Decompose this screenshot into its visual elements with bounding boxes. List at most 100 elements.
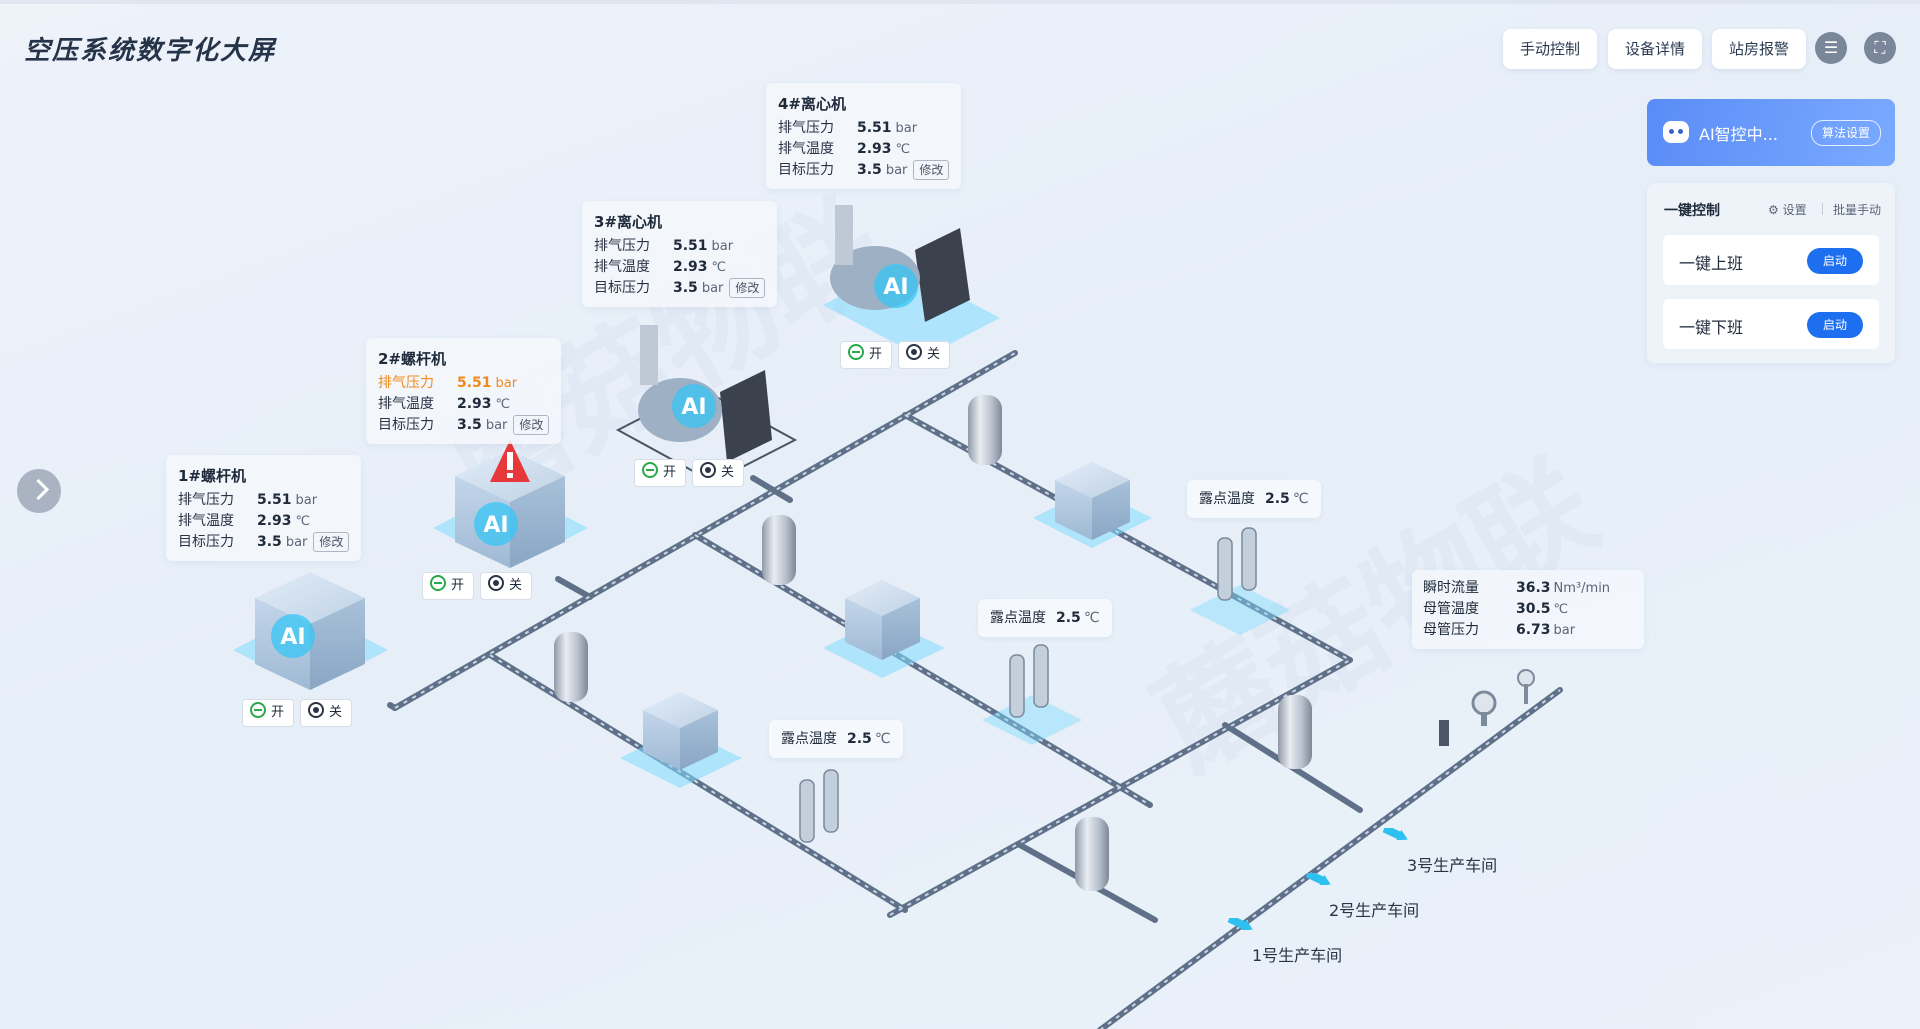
flow-value: 36.3 xyxy=(1516,580,1551,596)
batch-manual-link[interactable]: 批量手动 xyxy=(1833,203,1882,217)
dew-unit: ℃ xyxy=(874,731,891,747)
expand-sidebar-button[interactable] xyxy=(17,469,61,513)
pressure-unit: bar xyxy=(711,239,734,254)
flow-unit: Nm³/min xyxy=(1553,581,1611,596)
divider xyxy=(1822,203,1823,215)
pressure-unit: bar xyxy=(295,493,318,508)
workshop-3-label: 3号生产车间 xyxy=(1407,856,1498,875)
adsorption-dryer xyxy=(799,527,1257,843)
off-button[interactable]: 关 xyxy=(898,341,951,369)
on-button[interactable]: 开 xyxy=(634,459,687,487)
on-icon xyxy=(642,462,658,478)
temperature-unit: ℃ xyxy=(495,397,511,412)
machine-3-switch: 开 关 xyxy=(634,459,745,487)
target-label: 目标压力 xyxy=(778,162,834,178)
one-key-off-start-button[interactable]: 启动 xyxy=(1807,312,1863,338)
off-button[interactable]: 关 xyxy=(300,699,353,727)
off-icon xyxy=(308,702,325,718)
algorithm-settings-button[interactable]: 算法设置 xyxy=(1810,120,1881,146)
off-button[interactable]: 关 xyxy=(692,459,745,487)
on-button[interactable]: 开 xyxy=(422,572,475,600)
device-details-button[interactable]: 设备详情 xyxy=(1608,29,1703,69)
pipe-sensor xyxy=(1439,669,1535,746)
temperature-unit: ℃ xyxy=(895,142,911,157)
target-unit: bar xyxy=(485,418,508,433)
modify-button[interactable]: 修改 xyxy=(513,415,550,435)
workshop-2-label: 2号生产车间 xyxy=(1329,901,1420,920)
temperature-label: 排气温度 xyxy=(594,259,650,275)
off-icon xyxy=(906,344,923,360)
target-value: 3.5 xyxy=(857,162,882,178)
pressure-label: 排气压力 xyxy=(378,375,434,391)
target-label: 目标压力 xyxy=(178,534,234,550)
on-icon xyxy=(250,702,266,718)
pipe-press-unit: bar xyxy=(1553,623,1576,638)
temperature-unit: ℃ xyxy=(295,514,311,529)
svg-text:AI: AI xyxy=(883,275,908,300)
dew-unit: ℃ xyxy=(1083,610,1100,626)
temperature-value: 2.93 xyxy=(673,259,708,275)
on-label: 开 xyxy=(271,705,285,720)
off-button[interactable]: 关 xyxy=(480,572,533,600)
temperature-label: 排气温度 xyxy=(378,396,434,412)
pipe-temp-label: 母管温度 xyxy=(1423,601,1479,617)
off-label: 关 xyxy=(927,347,941,362)
target-unit: bar xyxy=(701,281,724,296)
svg-text:AI: AI xyxy=(681,395,706,420)
target-label: 目标压力 xyxy=(378,417,434,433)
pressure-value: 5.51 xyxy=(673,238,708,254)
svg-text:AI: AI xyxy=(483,513,508,538)
screw-machine-2 xyxy=(455,440,565,568)
pipe-press-label: 母管压力 xyxy=(1423,622,1479,638)
pressure-value: 5.51 xyxy=(857,120,892,136)
temperature-value: 2.93 xyxy=(457,396,492,412)
flow-arrow-icon xyxy=(1383,828,1408,840)
workshop-1-label: 1号生产车间 xyxy=(1252,946,1343,965)
one-key-on-start-button[interactable]: 启动 xyxy=(1807,248,1863,274)
dew-unit: ℃ xyxy=(1292,491,1309,507)
list-icon[interactable]: ☰ xyxy=(1815,32,1847,64)
off-label: 关 xyxy=(509,578,523,593)
modify-button[interactable]: 修改 xyxy=(729,278,766,298)
on-button[interactable]: 开 xyxy=(242,699,295,727)
machine-name: 1#螺杆机 xyxy=(178,467,247,485)
ai-control-panel: AI智控中... 算法设置 xyxy=(1647,99,1895,166)
robot-icon xyxy=(1663,121,1689,143)
pipe-temp-value: 30.5 xyxy=(1516,601,1551,617)
one-key-row: 一键下班 启动 xyxy=(1663,299,1879,349)
station-alarm-button[interactable]: 站房报警 xyxy=(1712,29,1807,69)
target-unit: bar xyxy=(885,163,908,178)
pipe-temp-unit: ℃ xyxy=(1553,602,1569,617)
machine-2-switch: 开 关 xyxy=(422,572,533,600)
pressure-label: 排气压力 xyxy=(778,120,834,136)
temperature-value: 2.93 xyxy=(257,513,292,529)
modify-button[interactable]: 修改 xyxy=(913,160,950,180)
one-key-control-panel: 一键控制 ⚙ 设置 批量手动 一键上班 启动 一键下班 启动 xyxy=(1647,183,1895,363)
dew-value: 2.5 xyxy=(847,731,872,747)
target-label: 目标压力 xyxy=(594,280,650,296)
dew-label: 露点温度 xyxy=(781,731,837,747)
temperature-unit: ℃ xyxy=(711,260,727,275)
modify-button[interactable]: 修改 xyxy=(313,532,350,552)
off-label: 关 xyxy=(721,465,735,480)
settings-link[interactable]: ⚙ 设置 xyxy=(1768,201,1807,218)
ai-badge: AI AI AI AI xyxy=(271,264,918,658)
machine-1-switch: 开 关 xyxy=(242,699,353,727)
on-label: 开 xyxy=(663,465,677,480)
pressure-label: 排气压力 xyxy=(594,238,650,254)
machine-4-switch: 开 关 xyxy=(840,341,951,369)
manual-control-button[interactable]: 手动控制 xyxy=(1503,29,1598,69)
pipe-press-value: 6.73 xyxy=(1516,622,1551,638)
on-button[interactable]: 开 xyxy=(840,341,893,369)
one-key-control-title: 一键控制 xyxy=(1664,203,1720,219)
temperature-label: 排气温度 xyxy=(778,141,834,157)
dew-label: 露点温度 xyxy=(1199,491,1255,507)
on-icon xyxy=(848,344,864,360)
fullscreen-icon[interactable]: ⛶ xyxy=(1864,32,1896,64)
dew-value: 2.5 xyxy=(1056,610,1081,626)
